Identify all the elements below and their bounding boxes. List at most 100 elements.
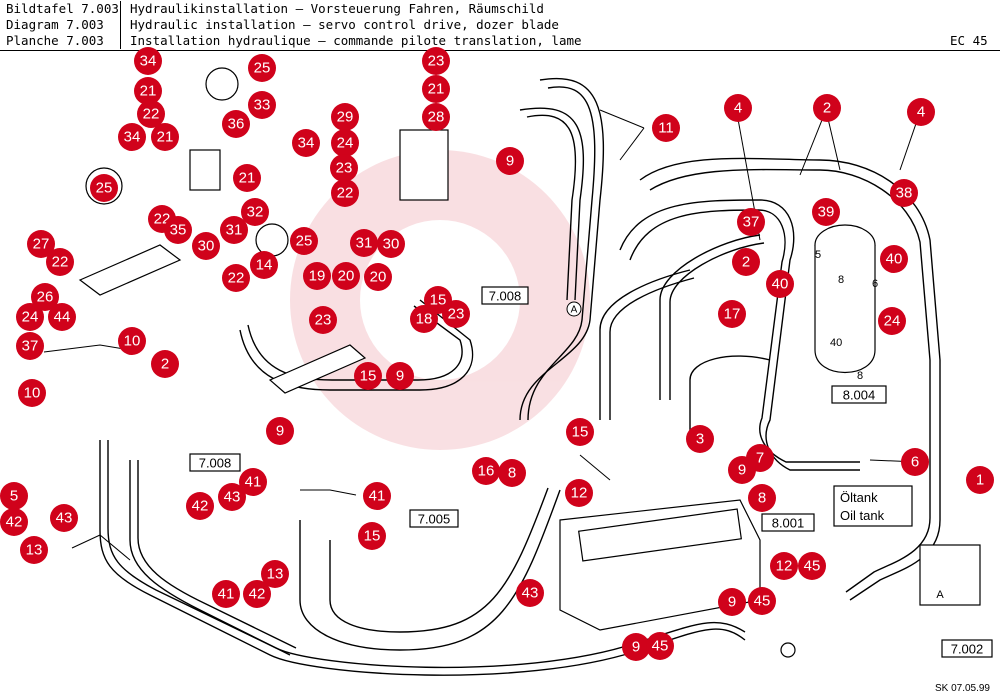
header-code-de: Bildtafel 7.003 [6, 1, 119, 16]
part-label: 6 [872, 278, 878, 290]
callout-42: 42 [186, 492, 214, 520]
callout-34: 34 [134, 47, 162, 75]
callout-number: 45 [754, 593, 771, 610]
callout-31: 31 [350, 229, 378, 257]
callout-number: 9 [632, 639, 640, 656]
callout-37: 37 [737, 208, 765, 236]
callout-34: 34 [292, 129, 320, 157]
callout-number: 34 [140, 53, 157, 70]
callout-number: 21 [428, 81, 445, 98]
callout-5: 5 [0, 482, 28, 510]
callout-number: 21 [239, 170, 256, 187]
callout-number: 34 [124, 129, 141, 146]
callout-2: 2 [813, 94, 841, 122]
callout-number: 8 [758, 490, 766, 507]
marker-a: A [936, 589, 944, 601]
callout-number: 43 [56, 510, 73, 527]
part-label: 5 [815, 249, 821, 261]
callout-41: 41 [212, 580, 240, 608]
callout-number: 22 [52, 254, 69, 271]
callout-24: 24 [331, 129, 359, 157]
header-title-en: Hydraulic installation – servo control d… [130, 17, 559, 32]
callout-22: 22 [46, 248, 74, 276]
ref-box: 7.008 [189, 453, 241, 472]
callout-number: 23 [428, 53, 445, 70]
svg-text:8.004: 8.004 [843, 388, 876, 403]
callout-number: 23 [448, 306, 465, 323]
callout-number: 31 [356, 235, 373, 252]
callout-24: 24 [16, 303, 44, 331]
callout-42: 42 [0, 508, 28, 536]
callout-number: 24 [22, 309, 39, 326]
callout-number: 42 [192, 498, 209, 515]
callout-number: 21 [140, 83, 157, 100]
callout-21: 21 [151, 123, 179, 151]
part-label: 8 [838, 274, 844, 286]
callout-number: 35 [170, 222, 187, 239]
callout-number: 15 [430, 292, 447, 309]
callout-22: 22 [331, 179, 359, 207]
callout-45: 45 [798, 552, 826, 580]
callout-number: 2 [742, 254, 750, 271]
callout-number: 22 [337, 185, 354, 202]
callout-14: 14 [250, 251, 278, 279]
marker-a: A [566, 301, 582, 317]
callout-3: 3 [686, 425, 714, 453]
callout-36: 36 [222, 110, 250, 138]
callout-43: 43 [516, 579, 544, 607]
callout-number: 12 [776, 558, 793, 575]
callout-34: 34 [118, 123, 146, 151]
callout-number: 26 [37, 289, 54, 306]
callout-number: 14 [256, 257, 273, 274]
callout-number: 8 [508, 465, 516, 482]
callout-number: 22 [143, 106, 160, 123]
callout-28: 28 [422, 103, 450, 131]
callout-1: 1 [966, 466, 994, 494]
callout-number: 9 [506, 153, 514, 170]
callout-23: 23 [442, 300, 470, 328]
svg-text:7.002: 7.002 [951, 642, 984, 657]
svg-text:A: A [571, 305, 578, 316]
callout-number: 30 [383, 236, 400, 253]
callout-number: 32 [247, 204, 264, 221]
callout-number: 15 [364, 528, 381, 545]
callout-number: 23 [336, 160, 353, 177]
callout-number: 9 [728, 594, 736, 611]
callout-number: 42 [249, 586, 266, 603]
callout-13: 13 [261, 560, 289, 588]
callout-17: 17 [718, 300, 746, 328]
header-divider [120, 1, 121, 49]
callout-43: 43 [218, 483, 246, 511]
callout-2: 2 [151, 350, 179, 378]
ref-box: 7.008 [481, 286, 529, 305]
callout-9: 9 [496, 147, 524, 175]
callout-29: 29 [331, 103, 359, 131]
callout-10: 10 [118, 327, 146, 355]
callout-number: 41 [369, 488, 386, 505]
callout-20: 20 [364, 263, 392, 291]
callout-number: 20 [338, 268, 355, 285]
callout-number: 11 [658, 120, 674, 137]
callout-4: 4 [907, 98, 935, 126]
callout-number: 3 [696, 431, 704, 448]
callout-16: 16 [472, 457, 500, 485]
callout-number: 25 [96, 180, 113, 197]
callout-15: 15 [354, 362, 382, 390]
callout-number: 38 [896, 185, 913, 202]
callout-41: 41 [239, 468, 267, 496]
callout-27: 27 [27, 230, 55, 258]
callout-number: 45 [804, 558, 821, 575]
callout-25: 25 [90, 174, 118, 202]
svg-text:7.005: 7.005 [418, 512, 451, 527]
callout-number: 31 [226, 222, 243, 239]
callout-number: 10 [124, 333, 141, 350]
callout-number: 19 [309, 268, 326, 285]
callout-number: 37 [22, 338, 39, 355]
callout-10: 10 [18, 379, 46, 407]
callout-number: 13 [267, 566, 284, 583]
callout-44: 44 [48, 303, 76, 331]
callout-number: 29 [337, 109, 354, 126]
callout-number: 9 [396, 368, 404, 385]
